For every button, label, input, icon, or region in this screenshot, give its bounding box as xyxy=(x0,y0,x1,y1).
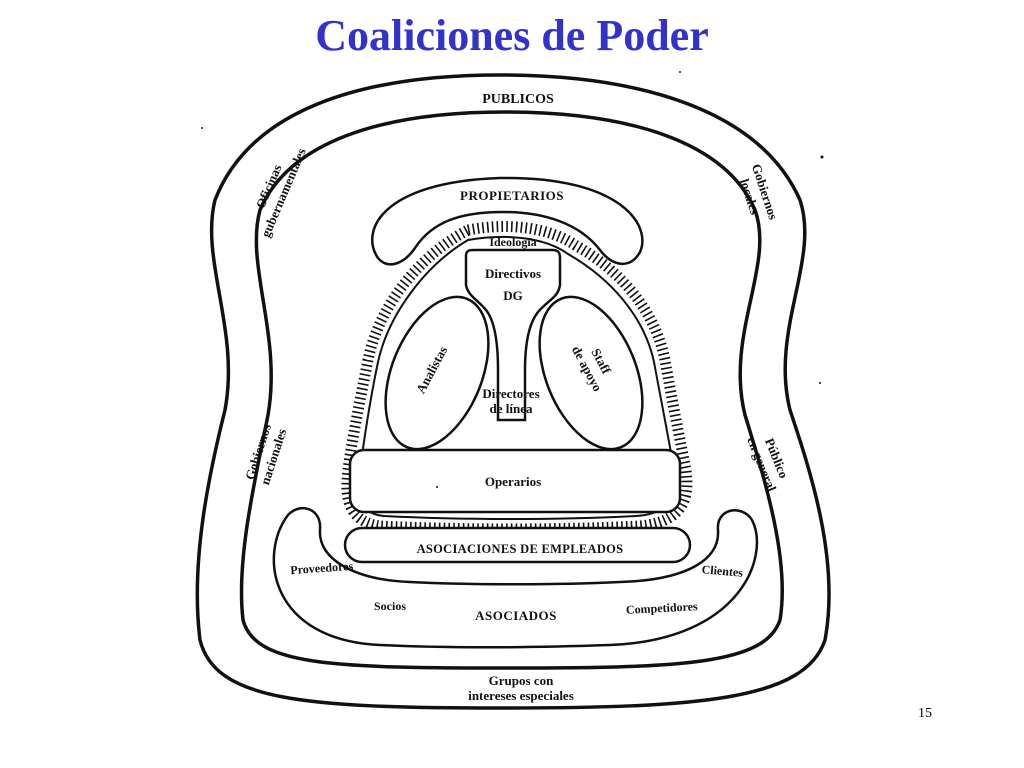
scan-speck xyxy=(819,382,821,384)
label-publicos: PUBLICOS xyxy=(482,92,554,107)
label-clientes: Clientes xyxy=(701,562,744,580)
ceo-column xyxy=(464,248,562,422)
slide-title: Coaliciones de Poder xyxy=(315,11,709,60)
scan-speck xyxy=(436,486,438,488)
label-ideologia: Ideología xyxy=(489,235,536,249)
employee-associations-band xyxy=(343,526,692,564)
label-intereses-especiales: intereses especiales xyxy=(468,688,574,703)
label-dg: DG xyxy=(503,288,523,303)
associates-band xyxy=(272,506,759,649)
scan-speck xyxy=(679,71,681,73)
label-operarios: Operarios xyxy=(485,474,541,489)
support-staff-ellipse xyxy=(538,295,644,451)
label-grupos-con: Grupos con xyxy=(489,673,554,688)
label-socios: Socios xyxy=(374,599,406,613)
scan-speck xyxy=(820,155,824,159)
label-de-linea: de línea xyxy=(490,401,533,416)
label-propietarios: PROPIETARIOS xyxy=(460,188,564,203)
outer-ring-inner-line xyxy=(239,110,784,670)
label-competidores: Competidores xyxy=(626,599,699,617)
label-directores: Directores xyxy=(482,386,539,401)
label-proveedores: Proveedores xyxy=(290,559,354,577)
analysts-ellipse xyxy=(384,295,490,451)
label-asociados: ASOCIADOS xyxy=(475,608,557,623)
scan-speck xyxy=(201,127,203,129)
operators-box xyxy=(348,448,682,514)
outer-ring-outer-line xyxy=(195,73,831,710)
page-number: 15 xyxy=(918,706,932,721)
label-asociaciones-empleados: ASOCIACIONES DE EMPLEADOS xyxy=(417,542,624,556)
owners-band xyxy=(371,176,644,266)
label-directivos: Directivos xyxy=(485,266,541,281)
core-inner-line xyxy=(357,235,676,520)
